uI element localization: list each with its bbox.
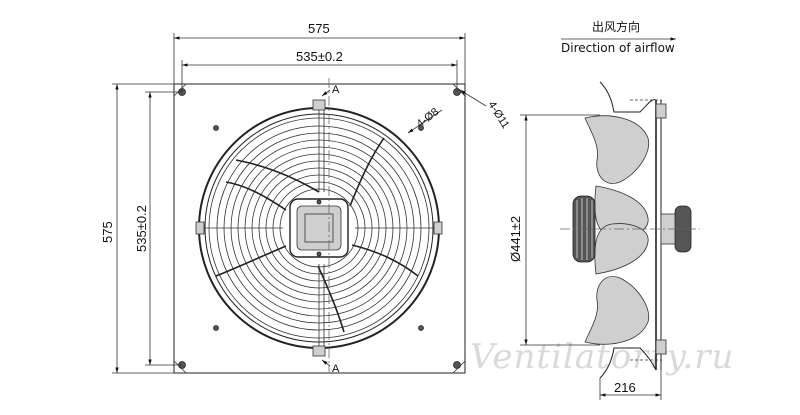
guard-spokes [200,108,438,348]
dim-hole-height: 535±0.2 [134,91,182,366]
section-mark-bottom: A [332,363,340,375]
airflow-legend: 出风方向 Direction of airflow [561,19,676,55]
svg-text:Ø441±2: Ø441±2 [508,216,523,262]
svg-text:535±0.2: 535±0.2 [134,205,149,252]
dim-hole-width: 535±0.2 [181,49,458,92]
callout-guard-holes: 4-Ø8 [407,106,443,134]
dim-plate-width: 575 [173,21,466,84]
fan-blades [215,137,419,333]
blade-profiles [584,115,650,345]
svg-text:575: 575 [100,221,115,243]
svg-text:535±0.2: 535±0.2 [296,49,343,64]
svg-text:216: 216 [614,380,636,395]
guard-holes [213,125,424,331]
airflow-label-chinese: 出风方向 [592,19,640,34]
dim-depth: 216 [599,370,662,400]
callout-mount-holes: 4-Ø11 [459,89,511,131]
dim-plate-height: 575 [100,83,174,374]
svg-text:4-Ø11: 4-Ø11 [485,99,511,131]
side-view [560,81,700,379]
section-mark-top: A [332,84,340,96]
airflow-label-english: Direction of airflow [561,41,675,55]
svg-text:575: 575 [308,21,330,36]
mounting-plate [173,83,466,374]
svg-text:4-Ø8: 4-Ø8 [414,106,441,131]
dim-diameter: Ø441±2 [508,114,600,346]
front-view: A A [173,78,466,375]
motor-hub [289,198,349,258]
corner-mount-holes [173,83,466,374]
